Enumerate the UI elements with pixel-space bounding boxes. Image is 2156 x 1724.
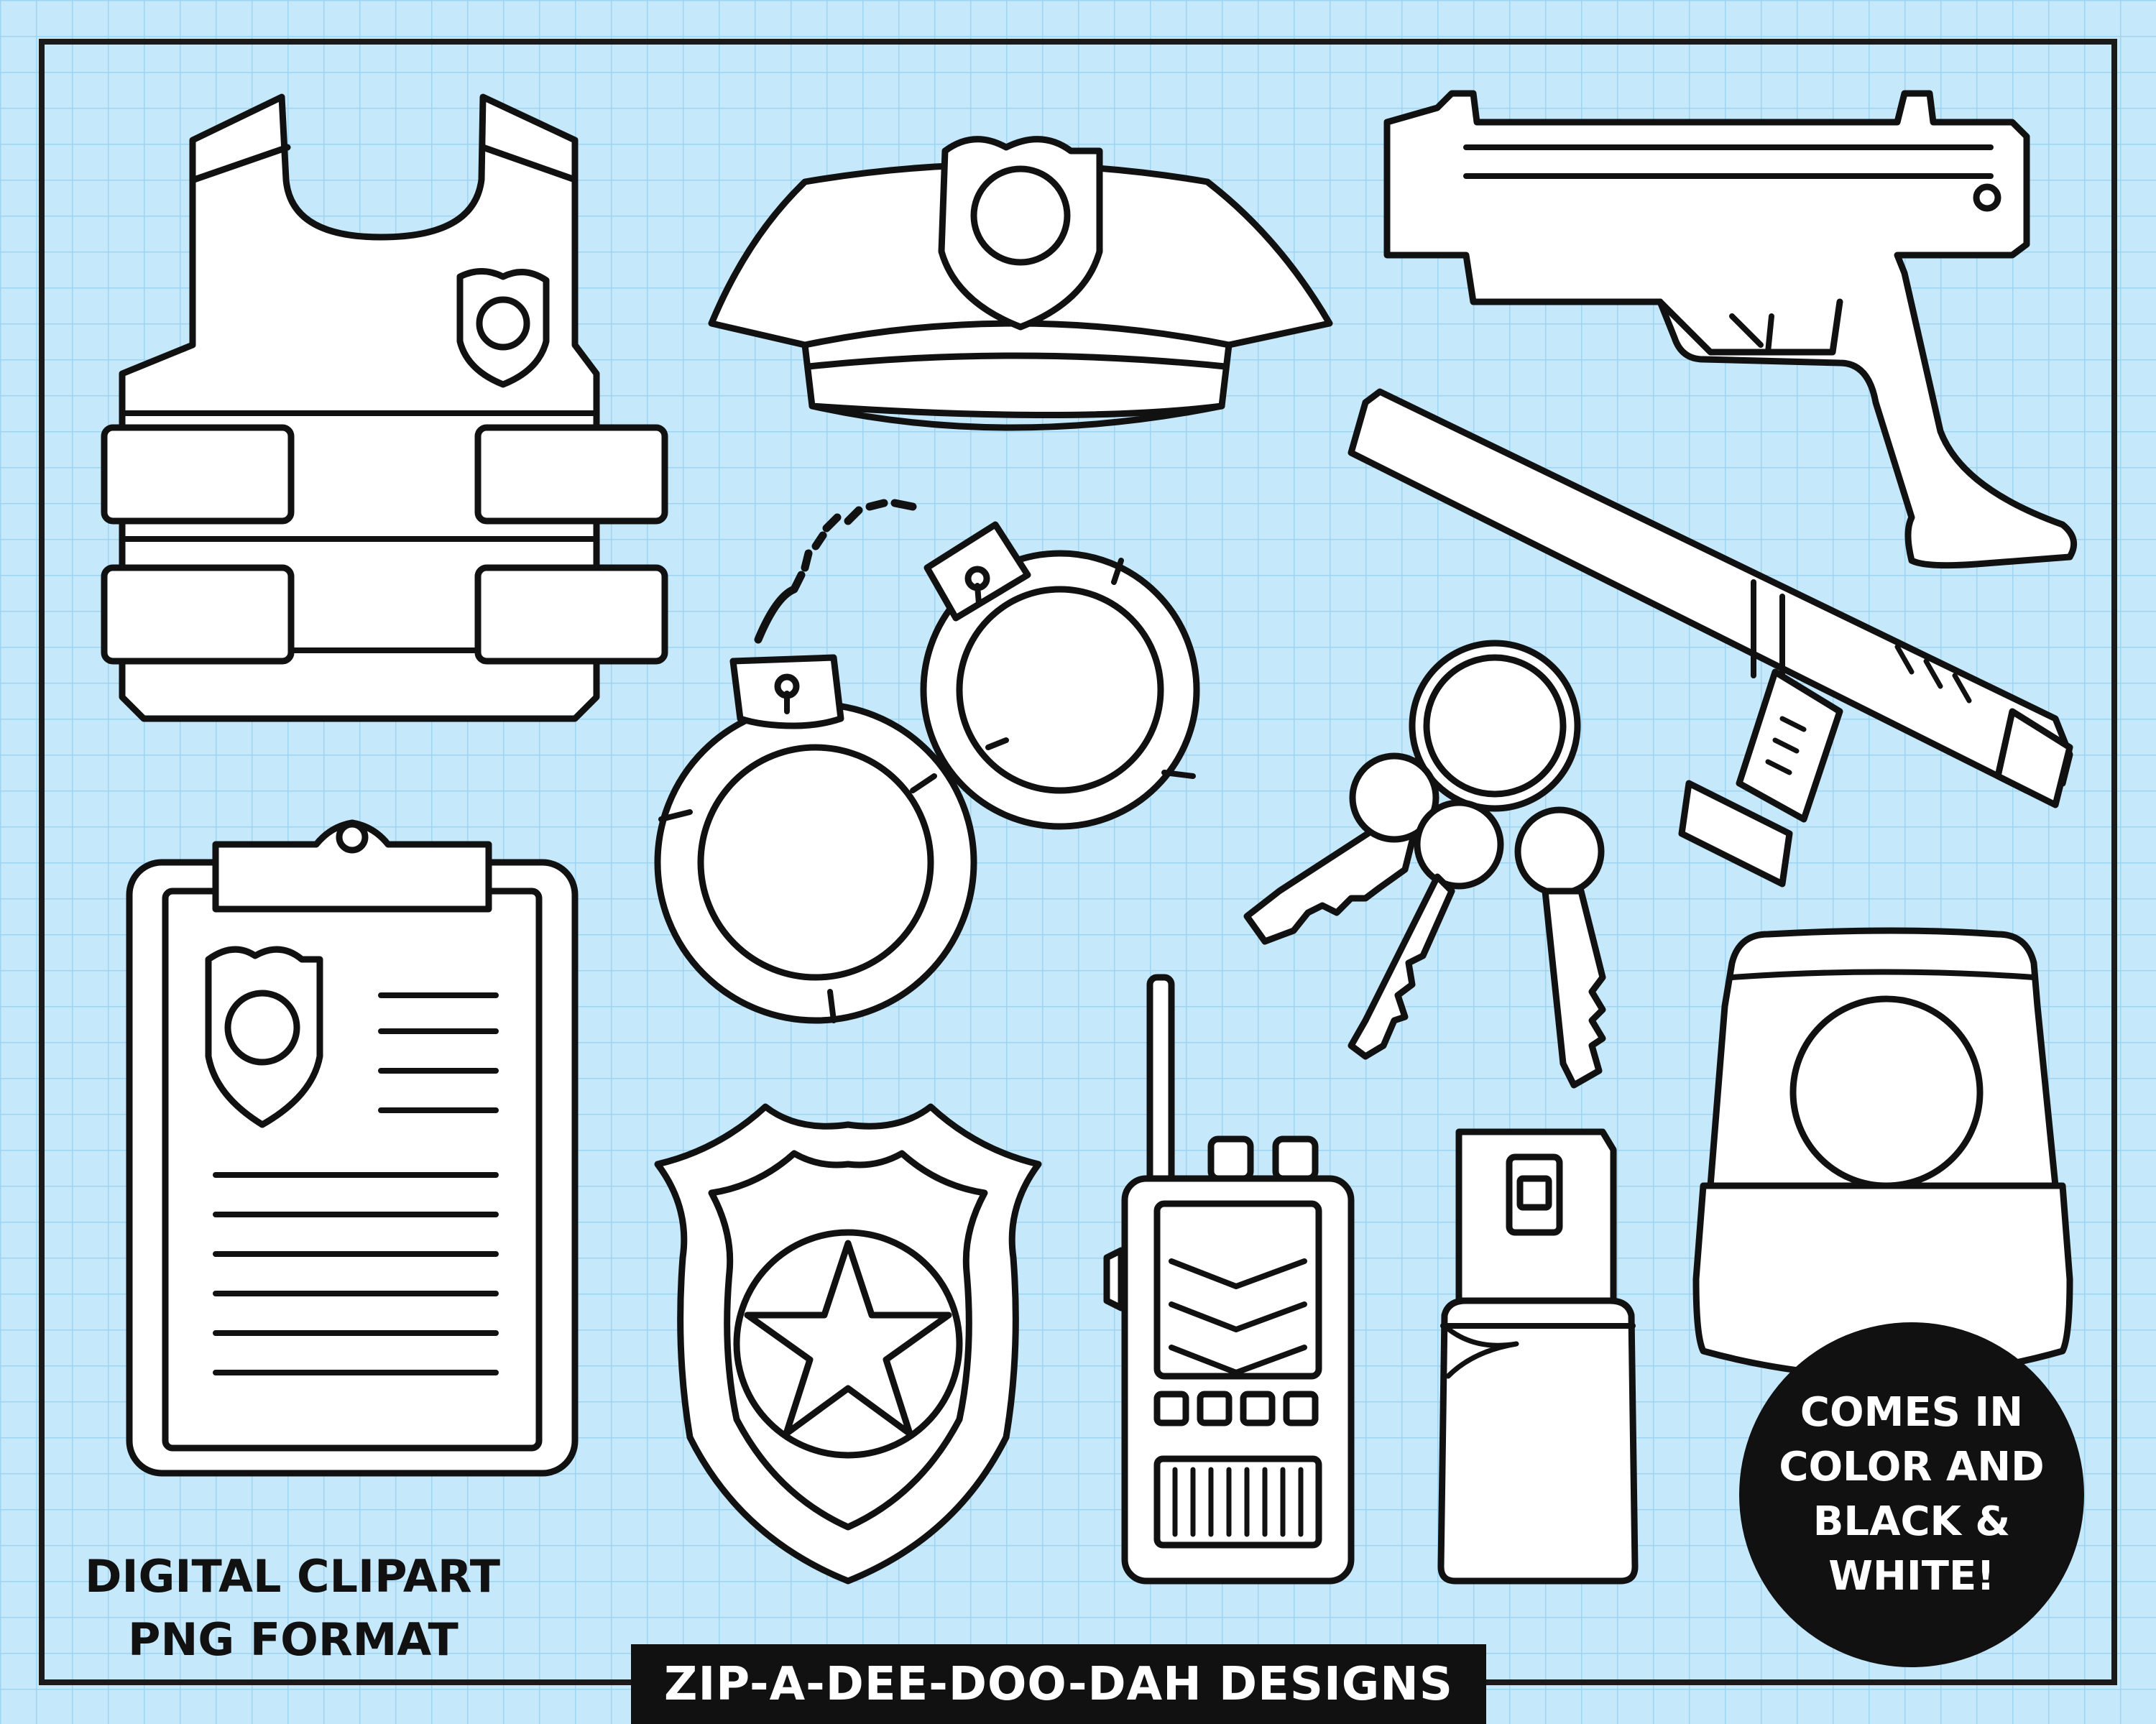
handcuffs-icon <box>654 499 1200 1024</box>
caption-text: DIGITAL CLIPART PNG FORMAT <box>85 1545 500 1672</box>
clipboard-icon <box>126 819 579 1477</box>
badge-line-4: WHITE! <box>1828 1553 1995 1600</box>
vest-icon <box>101 93 668 722</box>
radio-icon <box>1103 974 1355 1585</box>
color-options-badge: COMES IN COLOR AND BLACK & WHITE! <box>1739 1322 2084 1667</box>
brand-name: ZIP-A-DEE-DOO-DAH DESIGNS <box>664 1657 1453 1711</box>
brand-footer: ZIP-A-DEE-DOO-DAH DESIGNS <box>631 1644 1486 1724</box>
police-hat-icon <box>708 136 1333 431</box>
badge-icon <box>654 1103 1042 1585</box>
badge-line-2: COLOR AND <box>1779 1444 2045 1490</box>
siren-light-icon <box>1692 927 2073 1380</box>
badge-line-1: COMES IN <box>1800 1389 2024 1436</box>
pistol-icon <box>1383 90 2078 569</box>
badge-line-3: BLACK & <box>1812 1498 2011 1545</box>
baton-icon <box>1348 388 2073 888</box>
caption-line-2: PNG FORMAT <box>128 1613 459 1666</box>
pepper-spray-icon <box>1437 1128 1639 1585</box>
keys-icon <box>1243 640 1606 1089</box>
caption-line-1: DIGITAL CLIPART <box>85 1550 501 1603</box>
